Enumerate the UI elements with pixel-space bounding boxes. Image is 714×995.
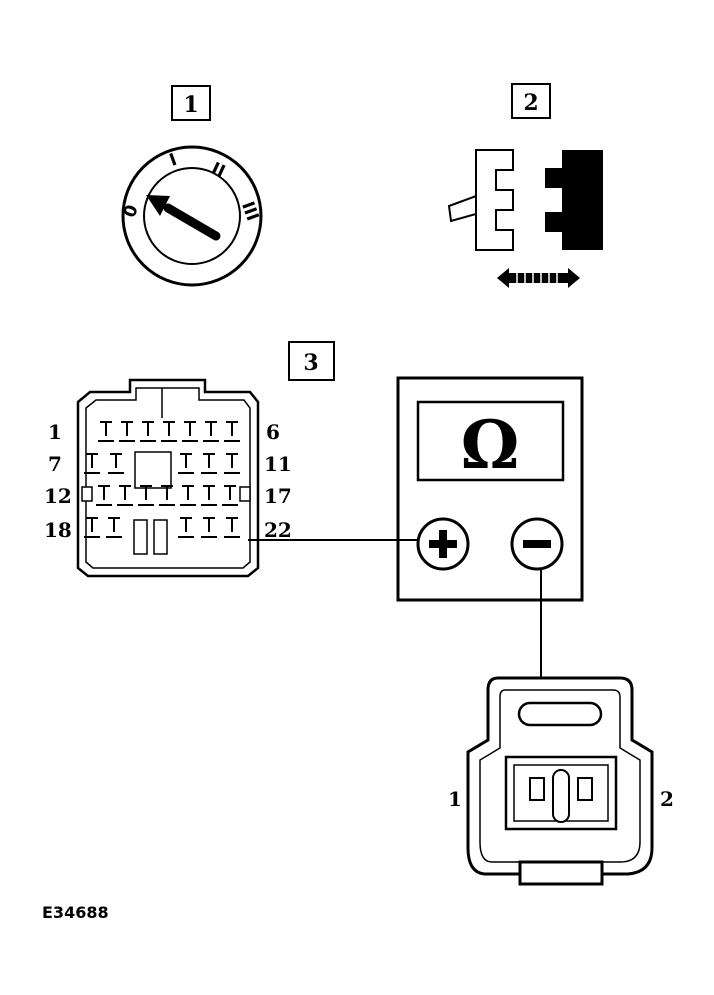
step-3-group: 3 <box>288 341 335 381</box>
plus-terminal-icon <box>416 517 470 571</box>
sensor-connector-2-pin <box>466 676 654 886</box>
connector-terminal <box>203 421 219 442</box>
connector-terminal <box>119 421 135 442</box>
sensor-pin-label-2: 2 <box>660 787 674 811</box>
step-2-label: 2 <box>523 90 538 116</box>
connector-terminal <box>140 421 156 442</box>
connector-terminal <box>84 453 100 474</box>
ohmmeter-display <box>416 400 565 482</box>
sensor-pin-label-1: 1 <box>448 787 462 811</box>
step-2-box <box>511 83 551 119</box>
ecu-pin-label-7: 7 <box>48 452 62 476</box>
connector-terminal <box>178 453 194 474</box>
connector-terminal <box>84 517 100 538</box>
ecu-pin-label-18: 18 <box>44 518 72 542</box>
step-1-box <box>171 85 211 121</box>
step-3-box <box>288 341 335 381</box>
connector-terminal <box>201 453 217 474</box>
ecu-pin-label-17: 17 <box>264 484 292 508</box>
ohmmeter: Ω <box>396 376 584 602</box>
ohm-symbol: Ω <box>461 406 520 484</box>
connector-terminal <box>161 421 177 442</box>
connector-terminal <box>117 485 133 506</box>
ecu-pin-label-22: 22 <box>264 518 292 542</box>
connector-terminal <box>138 485 154 506</box>
connector-terminal <box>182 421 198 442</box>
ignition-switch-icon: 0 I II III <box>120 145 263 287</box>
connector-terminal <box>224 517 240 538</box>
step-1-label: 1 <box>183 92 198 118</box>
connector-terminal <box>178 517 194 538</box>
step-2-group: 2 <box>447 83 603 288</box>
connector-terminal <box>108 453 124 474</box>
ecu-pin-label-12: 12 <box>44 484 72 508</box>
connector-terminal <box>201 485 217 506</box>
connector-terminal <box>224 421 240 442</box>
minus-terminal-icon <box>510 517 564 571</box>
ecu-pin-label-6: 6 <box>266 420 280 444</box>
figure-code: E34688 <box>42 903 109 922</box>
connector-terminal <box>180 485 196 506</box>
connector-disconnect-icon <box>447 149 603 288</box>
ecu-pin-label-11: 11 <box>264 452 292 476</box>
connector-terminal <box>106 517 122 538</box>
ecu-connector-22-pin <box>76 378 260 578</box>
step-1-group: 1 0 I II III <box>120 85 263 287</box>
connector-terminal <box>98 421 114 442</box>
step-3-label: 3 <box>303 350 318 376</box>
connector-terminal <box>201 517 217 538</box>
connector-terminal <box>159 485 175 506</box>
connector-terminal <box>222 485 238 506</box>
ecu-pin-label-1: 1 <box>48 420 62 444</box>
ecu-connector-terminals <box>84 421 240 538</box>
connector-terminal <box>224 453 240 474</box>
connector-terminal <box>96 485 112 506</box>
